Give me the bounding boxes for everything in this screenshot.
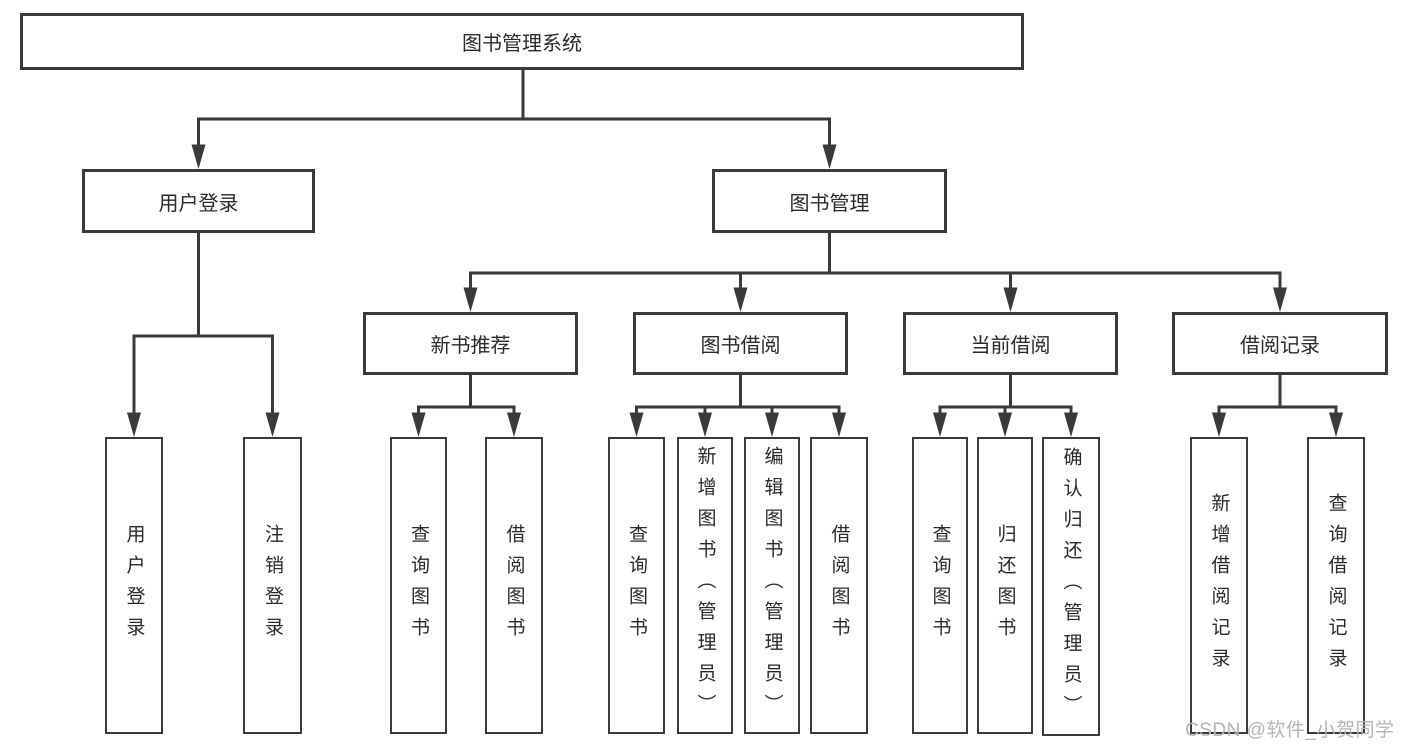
node-user-login: 用户登录 [82, 169, 315, 233]
arrow-icon [411, 412, 426, 437]
arrow-icon [1273, 287, 1287, 312]
leaf-query-books: 查询图书 [390, 437, 447, 734]
node-label: 图书管理系统 [462, 33, 582, 55]
arrow-icon [1003, 287, 1018, 312]
node-label: 用户登录 [158, 192, 239, 215]
arrow-icon [1212, 412, 1226, 437]
node-label: 新增借阅记录 [1208, 492, 1230, 679]
arrowhead-icons [127, 144, 1343, 437]
leaf-user-login: 用户登录 [105, 437, 163, 734]
leaf-add-book-admin: 新增图书（管理员） [677, 437, 733, 734]
node-label: 当前借阅 [970, 335, 1051, 357]
arrow-icon [127, 412, 141, 437]
node-label: 借阅图书 [828, 523, 850, 648]
leaf-query-books-2: 查询图书 [608, 437, 665, 734]
node-label: 新书推荐 [430, 335, 511, 357]
node-label: 注销登录 [262, 523, 283, 648]
node-label: 新增图书（管理员） [694, 446, 716, 725]
node-label: 归还图书 [994, 523, 1016, 648]
connector-rails [132, 68, 1338, 414]
node-book-borrowing: 图书借阅 [633, 312, 848, 375]
arrow-icon [733, 287, 748, 312]
csdn-watermark: CSDN @软件_小贺同学 [1185, 720, 1395, 741]
arrow-icon [822, 144, 837, 169]
arrow-icon [1064, 412, 1078, 437]
arrow-icon [832, 412, 846, 437]
leaf-return-book: 归还图书 [977, 437, 1033, 734]
node-label: 图书管理 [789, 192, 870, 215]
leaf-borrow-books-2: 借阅图书 [810, 437, 868, 734]
node-current-borrowing: 当前借阅 [903, 312, 1118, 375]
node-borrowing-records: 借阅记录 [1172, 312, 1388, 375]
arrow-icon [507, 412, 521, 437]
node-label: 查询借阅记录 [1325, 492, 1347, 679]
node-label: 确认归还（管理员） [1060, 447, 1082, 726]
node-book-management: 图书管理 [712, 169, 947, 233]
node-new-book-recommend: 新书推荐 [363, 312, 578, 375]
node-label: 查询图书 [929, 523, 951, 648]
leaf-edit-book-admin: 编辑图书（管理员） [744, 437, 800, 734]
leaf-borrow-books: 借阅图书 [485, 437, 543, 734]
arrow-icon [629, 412, 644, 437]
arrow-icon [1329, 412, 1343, 437]
leaf-query-borrow-record: 查询借阅记录 [1307, 437, 1365, 734]
node-label: 查询图书 [408, 523, 429, 648]
leaf-confirm-return-admin: 确认归还（管理员） [1042, 437, 1100, 736]
arrow-icon [998, 412, 1012, 437]
arrow-icon [191, 144, 206, 169]
leaf-query-books-3: 查询图书 [912, 437, 968, 734]
node-label: 借阅记录 [1240, 335, 1320, 357]
node-library-management-system: 图书管理系统 [20, 13, 1024, 70]
arrow-icon [463, 287, 478, 312]
node-label: 用户登录 [123, 523, 145, 648]
arrow-icon [933, 412, 947, 437]
leaf-logout: 注销登录 [243, 437, 302, 734]
arrow-icon [698, 412, 712, 437]
node-label: 图书借阅 [700, 335, 781, 357]
leaf-add-borrow-record: 新增借阅记录 [1190, 437, 1248, 734]
node-label: 编辑图书（管理员） [761, 446, 783, 725]
arrow-icon [765, 412, 779, 437]
node-label: 查询图书 [626, 523, 647, 648]
arrow-icon [265, 412, 280, 437]
node-label: 借阅图书 [503, 523, 525, 648]
